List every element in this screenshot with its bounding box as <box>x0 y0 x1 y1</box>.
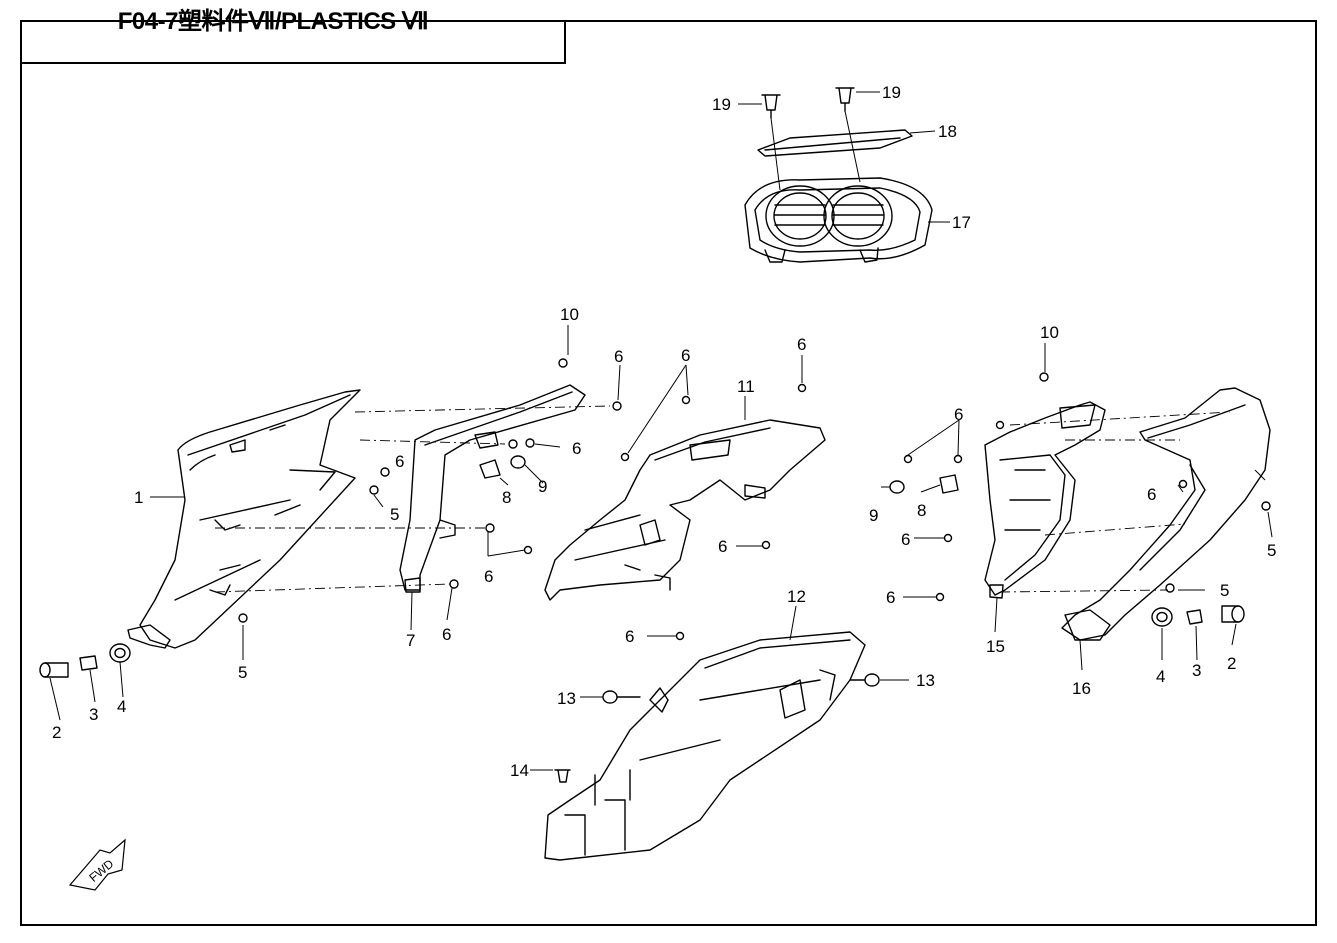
part-19-screws <box>761 87 855 119</box>
callout-8-right: 8 <box>917 501 926 520</box>
callout-11: 11 <box>737 377 755 396</box>
callout-14: 14 <box>510 761 529 780</box>
part-6-clips <box>238 358 1271 641</box>
callout-18: 18 <box>938 122 957 141</box>
alignment-lines <box>214 405 1231 593</box>
callout-6-k: 6 <box>1147 485 1156 504</box>
part-12-under-tray <box>544 631 866 861</box>
callout-3-right: 3 <box>1192 661 1201 680</box>
callout-2-right: 2 <box>1227 654 1236 673</box>
callout-6-i: 6 <box>625 627 634 646</box>
part-13-screws <box>602 673 880 704</box>
callout-2-left: 2 <box>52 723 61 742</box>
drawing-frame <box>20 20 1317 926</box>
callout-6-c: 6 <box>797 335 806 354</box>
callout-7: 7 <box>406 631 415 650</box>
callout-6-a: 6 <box>614 347 623 366</box>
callout-17: 17 <box>952 213 971 232</box>
callout-4-right: 4 <box>1156 667 1165 686</box>
callout-10-right: 10 <box>1040 323 1059 342</box>
callout-1: 1 <box>134 488 143 507</box>
callout-6-e: 6 <box>572 439 581 458</box>
callout-19-right: 19 <box>882 83 901 102</box>
callout-19-left: 19 <box>712 95 731 114</box>
callout-10-left: 10 <box>560 305 579 324</box>
callout-13-right: 13 <box>916 671 935 690</box>
callout-15: 15 <box>986 637 1005 656</box>
callout-6-b: 6 <box>681 346 690 365</box>
part-16-right-side-panel <box>1061 387 1271 641</box>
callout-6-h: 6 <box>718 537 727 556</box>
callout-8-left: 8 <box>502 488 511 507</box>
callout-6-l: 6 <box>901 530 910 549</box>
part-11-center-floor <box>544 419 826 601</box>
part-18-top-cover <box>757 129 913 157</box>
callout-6-g: 6 <box>442 625 451 644</box>
callout-3-left: 3 <box>89 705 98 724</box>
page-title: F04-7塑料件Ⅶ/PLASTICS Ⅶ <box>117 8 429 35</box>
callout-9-left: 9 <box>538 477 547 496</box>
callout-5-b: 5 <box>238 663 247 682</box>
part-17-instrument-housing <box>744 177 933 263</box>
callout-labels: 19 19 18 17 10 10 11 12 6 6 6 6 6 6 6 6 … <box>52 83 1276 780</box>
title-block <box>20 20 566 64</box>
left-grommet-set <box>39 643 131 678</box>
part-15-right-inner-bracket <box>984 401 1106 599</box>
fwd-arrow-icon: FWD <box>68 838 126 891</box>
leader-lines <box>49 91 1273 771</box>
part-14-fastener <box>554 769 571 783</box>
callout-6-f: 6 <box>484 567 493 586</box>
callout-6-m: 6 <box>886 588 895 607</box>
callout-16: 16 <box>1072 679 1091 698</box>
callout-5-d: 5 <box>1220 581 1229 600</box>
callout-13-left: 13 <box>557 689 576 708</box>
right-grommet-set <box>1151 605 1245 627</box>
callout-5-a: 5 <box>390 505 399 524</box>
part-7-left-inner-bracket <box>399 384 586 593</box>
callout-6-d: 6 <box>395 452 404 471</box>
part-1-left-side-panel <box>127 389 361 649</box>
callout-9-right: 9 <box>869 506 878 525</box>
callout-6-j: 6 <box>954 405 963 424</box>
callout-5-c: 5 <box>1267 541 1276 560</box>
callout-12: 12 <box>787 587 806 606</box>
callout-4-left: 4 <box>117 697 126 716</box>
